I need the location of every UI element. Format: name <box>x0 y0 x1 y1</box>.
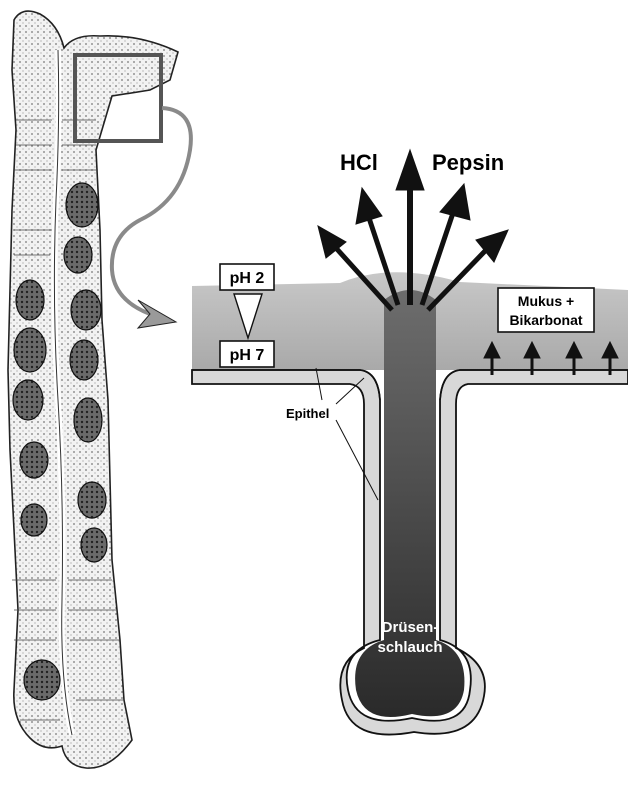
ph-bottom-label: pH 7 <box>230 347 265 364</box>
hcl-label: HCl <box>340 150 378 175</box>
histology-gland-drawing <box>8 11 178 768</box>
mucus-label-line1: Mukus + <box>518 293 574 309</box>
ph-top-label: pH 2 <box>230 270 265 287</box>
epithel-label: Epithel <box>286 406 329 421</box>
pepsin-label: Pepsin <box>432 150 504 175</box>
mucus-label-line2: Bikarbonat <box>509 312 582 328</box>
gland-tube-label-line1: Drüsen- <box>382 619 439 636</box>
gland-tube-label-line2: schlauch <box>377 639 442 656</box>
mucus-bicarbonate-label: Mukus + Bikarbonat <box>498 288 594 332</box>
